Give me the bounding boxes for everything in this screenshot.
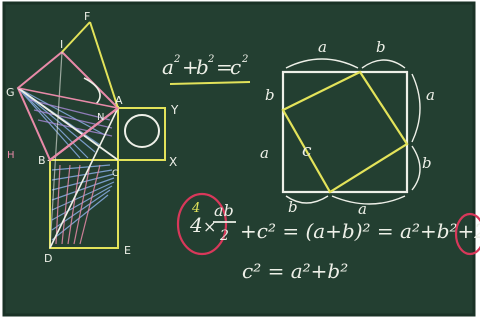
sq-label-bottom-b: b [288,198,298,216]
derivation-line-1: 4 4 × ab 2 +c² = (a+b)² = a²+b²+2a [176,192,480,256]
red-circle-right [454,212,480,256]
term-ab: ab [214,201,234,220]
brace-right-b [411,145,421,191]
label-c-small: C [112,169,118,179]
brace-top-b [361,59,406,69]
term-rest: +c² = (a+b)² = a²+b²+2a [240,219,480,243]
label-b: B [38,154,46,167]
eq-plus: + [182,55,199,79]
label-x: X [169,155,177,169]
label-g: G [6,86,15,99]
outer-square [281,70,409,194]
sq-label-top-b: b [376,38,386,56]
eq-c: c [230,55,241,79]
sq-label-right-a: a [426,86,435,104]
line-a-d [49,107,119,249]
label-i: I [60,38,63,51]
board-edge-shadow [2,1,476,317]
circle-in-square [124,114,160,148]
proof-square-figure: a b a b b a b a c [260,38,435,218]
circle-note-4: 4 [191,201,200,216]
pink-hatching-lower [55,164,101,245]
eq-underline [169,81,251,85]
eq-b: b [196,55,209,79]
label-h: H [7,150,15,161]
sq-label-top-a: a [318,38,327,56]
eq-exp1: 2 [173,54,180,65]
line-g-x [17,87,119,161]
label-a: A [115,94,123,107]
small-square-ayx [117,107,166,161]
term-4: 4 [189,213,203,237]
line-g-a [17,87,119,109]
curve-mark [83,77,101,105]
title-equation: a 2 + b 2 = c 2 [162,54,251,85]
sq-label-left-b: b [265,86,275,104]
derivation-line-2: c² = a²+b² [242,259,348,283]
line-b-a [49,107,119,161]
eq-a: a [162,55,174,79]
sq-label-left-a: a [260,144,269,162]
eq-equals: = [216,55,233,79]
brace-bottom-b [285,195,329,204]
sq-label-right-b: b [422,154,432,172]
brace-bottom-a [331,195,406,205]
eq-exp2: 2 [207,54,214,65]
brace-top-a [285,58,359,69]
term-2: 2 [219,228,229,244]
sq-label-center-c: c [302,141,312,161]
inner-tilted-square [281,70,409,194]
final-equation: c² = a²+b² [242,259,348,283]
label-d: D [44,252,52,265]
brace-right-a [411,73,421,143]
line-f-a [89,21,119,109]
label-y: Y [170,103,179,117]
sq-label-bottom-a: a [358,200,367,218]
line-i-f [61,21,91,53]
label-n: N [97,112,104,123]
pythagorean-figure: I F G H A Y B X C N D E [6,10,179,265]
eq-exp3: 2 [241,54,248,65]
line-i-d [49,51,63,249]
label-f: F [84,10,90,23]
large-square-bde [49,159,119,249]
red-circle-left [176,192,228,256]
label-e: E [124,244,131,257]
